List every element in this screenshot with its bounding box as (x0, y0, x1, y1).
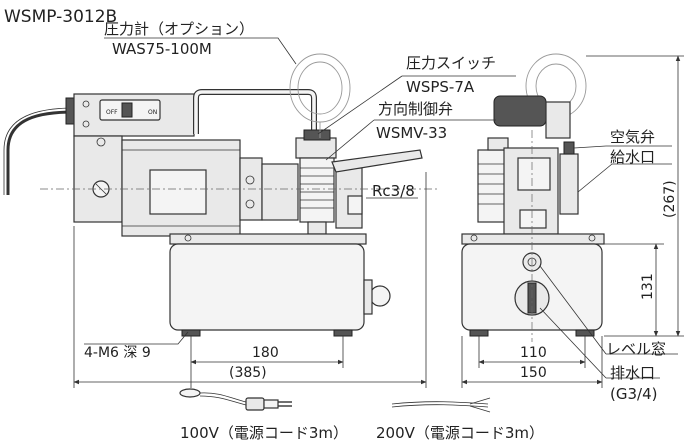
callout-pressure-gauge: 圧力計（オプション） (104, 20, 254, 38)
dim-front-mount: 110 (520, 345, 547, 361)
oil-tank-side (169, 243, 365, 331)
switch-rocker (121, 102, 133, 118)
callout-pressure-switch: 圧力スイッチ (406, 54, 496, 72)
pump-body (261, 163, 299, 221)
dim-side-overall: (385) (229, 365, 267, 381)
side-plug (369, 285, 391, 307)
switch-off-label: OFF (106, 109, 118, 116)
air-vent-valve (559, 153, 579, 215)
cord-100v (179, 388, 292, 411)
callout-pressure-gauge-model: WAS75-100M (112, 40, 212, 58)
callout-pressure-switch-model: WSPS-7A (406, 78, 475, 96)
callout-directional-valve-model: WSMV-33 (376, 124, 447, 142)
switch-on-label: ON (148, 109, 157, 116)
callout-directional-valve: 方向制御弁 (378, 100, 453, 118)
front-top-plate (461, 233, 605, 245)
cord-200v (391, 397, 491, 413)
carry-handle (193, 89, 317, 134)
cord-200v-label: 200V（電源コード3m） (376, 424, 544, 442)
dim-side-mount: 180 (252, 345, 279, 361)
callout-filler-port: 給水口 (610, 148, 655, 166)
pressure-gauge-ghost (289, 53, 351, 123)
cord-100v-label: 100V（電源コード3m） (180, 424, 348, 442)
pressure-switch-side (303, 129, 331, 141)
front-view (461, 53, 605, 342)
callout-air-vent: 空気弁 (610, 128, 655, 146)
motor-endcap (73, 135, 123, 223)
directional-valve-body (299, 157, 335, 223)
model-title: WSMP-3012B (4, 7, 117, 27)
callout-rc-port: Rc3/8 (372, 182, 415, 200)
tank-top-plate (169, 233, 367, 245)
callout-level-window: レベル窓 (606, 340, 666, 358)
callout-drain-size: (G3/4) (610, 385, 657, 403)
solenoid-coil (493, 95, 547, 127)
cord-grommet (65, 97, 75, 125)
callout-drain-port: 排水口 (610, 364, 655, 382)
side-view: OFF ON (3, 53, 440, 337)
dim-front-overall: 150 (520, 365, 547, 381)
foot-left (181, 329, 201, 337)
power-cord-side (6, 110, 75, 195)
motor-nameplate (149, 169, 207, 215)
foot-right (333, 329, 353, 337)
dim-height-tank: 131 (640, 273, 656, 300)
rc-port (347, 195, 363, 215)
callout-mount-holes: 4-M6 深 9 (84, 345, 151, 361)
valve-lever (331, 149, 423, 173)
dim-height-overall: (267) (662, 180, 678, 218)
